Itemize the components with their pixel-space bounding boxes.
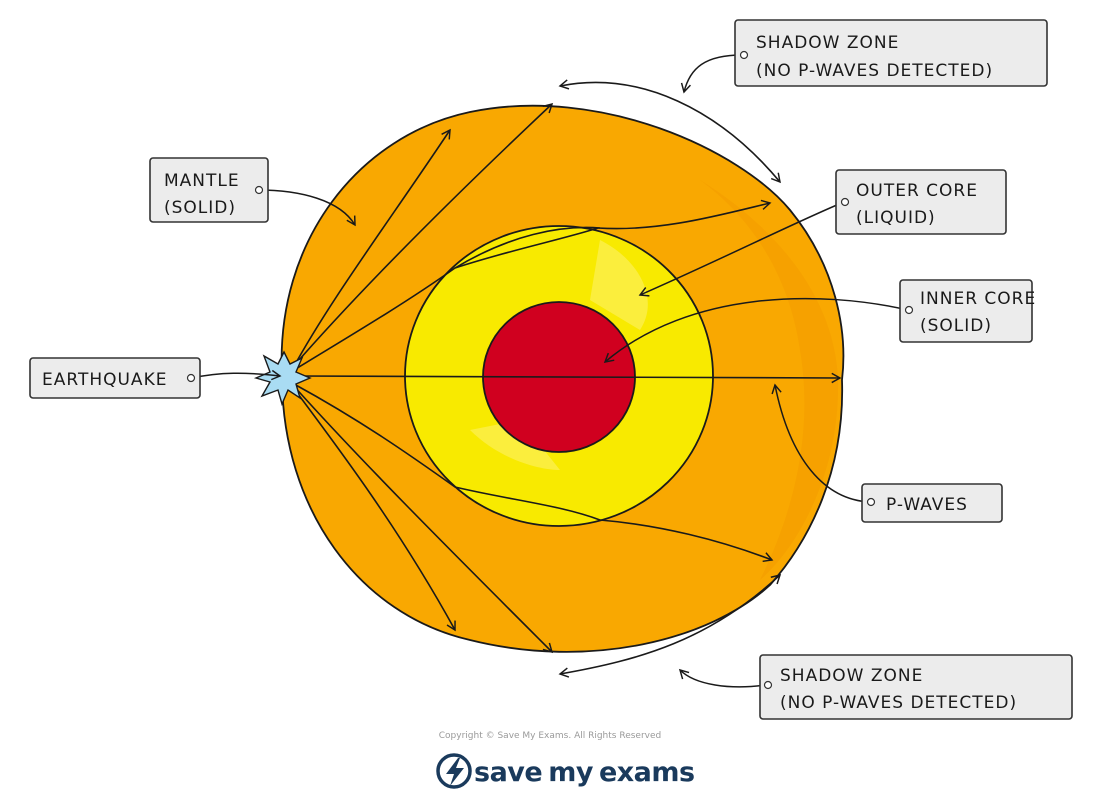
mantle-shading	[700, 180, 839, 580]
mantle-pointer	[257, 189, 356, 227]
outer-core-highlight	[470, 240, 648, 470]
p-waves-pointer	[771, 383, 871, 503]
label-text: (NO P-WAVES DETECTED)	[780, 693, 1017, 713]
p-wave-path	[293, 383, 601, 521]
label-outer-core: OUTER CORE (LIQUID)	[835, 169, 1007, 235]
label-shadow-zone-top: SHADOW ZONE (NO P-WAVES DETECTED)	[734, 19, 1048, 87]
label-text: (SOLID)	[920, 316, 992, 336]
label-shadow-zone-bottom: SHADOW ZONE (NO P-WAVES DETECTED)	[759, 654, 1073, 720]
brand-save: save	[474, 757, 542, 788]
label-text: EARTHQUAKE	[42, 370, 167, 390]
shadow-zone-top-arc	[558, 79, 781, 184]
p-wave-path	[291, 102, 554, 369]
lightning-bolt-icon-bolt	[446, 758, 464, 786]
p-wave-path	[454, 227, 599, 269]
label-p-waves: P-WAVES	[861, 483, 1003, 523]
shadow-top-pointer	[680, 54, 743, 94]
label-text: (SOLID)	[164, 198, 236, 218]
label-text: (LIQUID)	[856, 208, 936, 228]
outer-core-pointer	[638, 201, 845, 297]
p-wave-path	[291, 128, 451, 371]
earthquake-burst-icon	[253, 350, 312, 407]
shadow-zone-bottom-arc	[558, 573, 782, 678]
label-inner-core: INNER CORE (SOLID)	[899, 279, 1036, 343]
copyright-text: Copyright © Save My Exams. All Rights Re…	[439, 731, 661, 741]
label-text: MANTLE	[164, 171, 240, 191]
label-text: (NO P-WAVES DETECTED)	[756, 61, 993, 81]
label-mantle: MANTLE (SOLID)	[149, 157, 269, 223]
p-wave-path	[293, 226, 601, 371]
p-wave-path	[291, 385, 456, 632]
brand-my: my	[548, 757, 594, 788]
lightning-bolt-icon	[436, 753, 472, 789]
shadow-bottom-pointer	[678, 668, 767, 688]
p-wave-path	[599, 519, 774, 563]
p-wave-path	[295, 372, 842, 384]
inner-core-pointer	[603, 297, 909, 363]
brand-exams: exams	[599, 757, 695, 788]
label-text: OUTER CORE	[856, 181, 978, 201]
label-text: INNER CORE	[920, 289, 1036, 309]
p-wave-path	[597, 199, 772, 230]
label-text: SHADOW ZONE	[756, 33, 899, 53]
label-earthquake: EARTHQUAKE	[29, 357, 201, 399]
label-text: SHADOW ZONE	[780, 666, 923, 686]
p-wave-path	[291, 383, 554, 654]
label-text: P-WAVES	[886, 495, 968, 515]
p-wave-paths	[291, 102, 842, 654]
